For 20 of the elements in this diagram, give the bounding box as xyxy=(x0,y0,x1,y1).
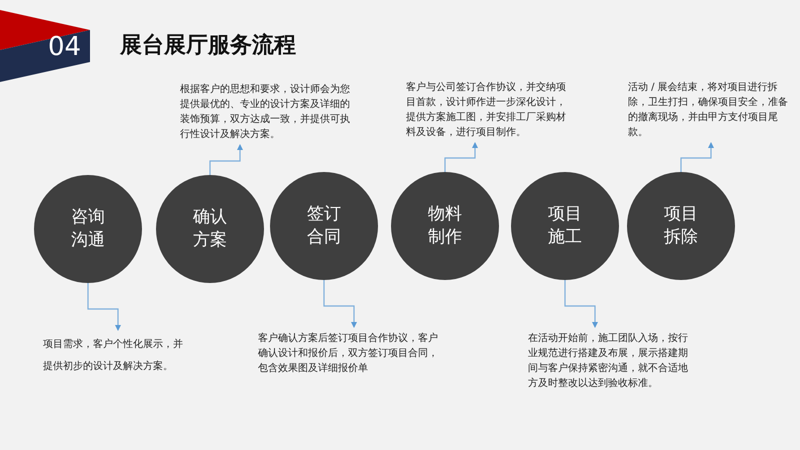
description-text: 活动 / 展会结束，将对项目进行拆除，卫生打扫，确保项目安全，准备的撤离现场，并由甲方支付项目尾款。 xyxy=(628,80,794,140)
step-circle: 咨询沟通 xyxy=(34,175,142,283)
description-text: 项目需求，客户个性化展示，并提供初步的设计及解决方案。 xyxy=(43,334,185,378)
arrow xyxy=(323,280,357,328)
description-text: 客户确认方案后签订项目合作协议，客户确认设计和报价后，双方签订项目合同，包含效果图及详细报价单 xyxy=(258,331,438,376)
description-text: 根据客户的思想和要求，设计师会为您提供最优的、专业的设计方案及详细的装饰预算，双方达成一致，并提供可执行性设计及解决方案。 xyxy=(180,82,356,142)
arrow xyxy=(564,280,598,328)
arrow xyxy=(209,144,243,175)
step-circle: 物料制作 xyxy=(391,172,499,280)
section-number: 04 xyxy=(48,33,82,61)
step-circle: 签订合同 xyxy=(270,172,378,280)
step-circle: 确认方案 xyxy=(156,175,264,283)
arrow xyxy=(87,283,121,331)
step-circle: 项目施工 xyxy=(511,172,619,280)
arrow xyxy=(444,142,478,172)
title: 展台展厅服务流程 xyxy=(120,32,296,60)
description-text: 客户与公司签订合作协议，并交纳项目首款，设计师作进一步深化设计，提供方案施工图，并安排工厂采购材料及设备，进行项目制作。 xyxy=(406,80,572,140)
description-text: 在活动开始前，施工团队入场，按行业规范进行搭建及布展，展示搭建期间与客户保持紧密沟通，就不合适地方及时整改以达到验收标准。 xyxy=(528,331,692,391)
step-circle: 项目拆除 xyxy=(627,172,735,280)
arrow xyxy=(680,142,714,172)
